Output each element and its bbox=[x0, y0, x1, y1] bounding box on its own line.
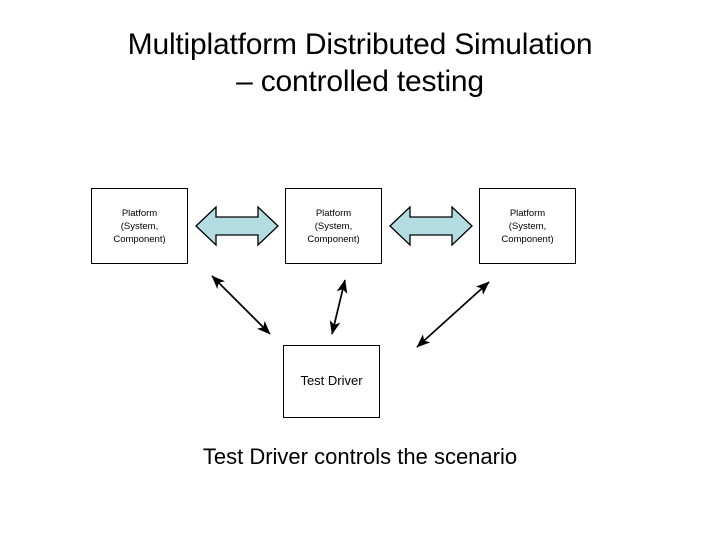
line-arrow-test-driver-to-platform-2 bbox=[329, 279, 348, 335]
platform-box-2-label: Platform (System, Component) bbox=[307, 207, 360, 245]
platform-box-3[interactable]: Platform (System, Component) bbox=[479, 188, 576, 264]
line-arrow-test-driver-to-platform-1 bbox=[211, 275, 271, 335]
block-arrow-platform-2-to-platform-3 bbox=[389, 205, 473, 247]
test-driver-box[interactable]: Test Driver bbox=[283, 345, 380, 418]
block-arrow-platform-1-to-platform-2 bbox=[195, 205, 279, 247]
platform-box-2[interactable]: Platform (System, Component) bbox=[285, 188, 382, 264]
test-driver-label: Test Driver bbox=[300, 373, 363, 388]
platform-box-1-label: Platform (System, Component) bbox=[113, 207, 166, 245]
platform-box-3-label: Platform (System, Component) bbox=[501, 207, 554, 245]
slide-caption: Test Driver controls the scenario bbox=[202, 444, 518, 469]
platform-box-1[interactable]: Platform (System, Component) bbox=[91, 188, 188, 264]
page-title: Multiplatform Distributed Simulation – c… bbox=[127, 28, 593, 98]
line-arrow-test-driver-to-platform-3 bbox=[416, 281, 490, 348]
